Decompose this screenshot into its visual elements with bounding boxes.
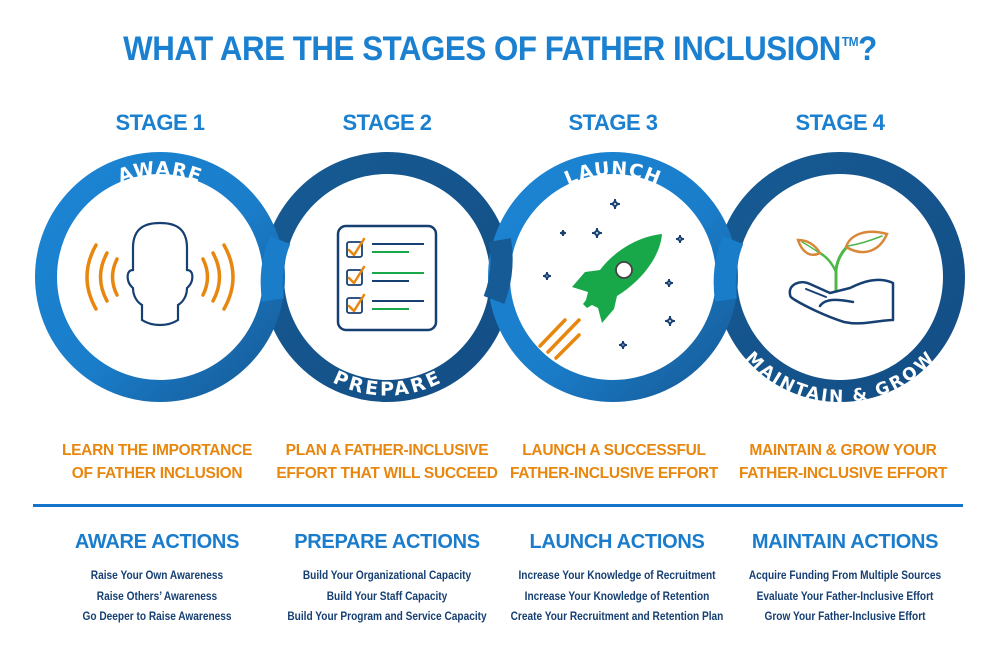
description-line: PLAN A FATHER-INCLUSIVE <box>285 442 489 459</box>
list-item: Build Your Staff Capacity <box>326 590 448 603</box>
stage-3-label: STAGE 3 <box>568 110 658 135</box>
section-divider <box>33 504 963 507</box>
stage-4-label: STAGE 4 <box>795 110 885 135</box>
description-line: EFFORT THAT WILL SUCCEED <box>276 465 498 482</box>
rocket-icon <box>538 198 685 360</box>
list-item: Go Deeper to Raise Awareness <box>82 611 232 623</box>
aware-actions-heading: AWARE ACTIONS <box>74 531 240 553</box>
stage-4-description: MAINTAIN & GROW YOUR FATHER-INCLUSIVE EF… <box>723 439 963 485</box>
description-line: LAUNCH A SUCCESSFUL <box>522 442 706 459</box>
list-item: Acquire Funding From Multiple Sources <box>748 570 942 582</box>
list-item: Raise Others’ Awareness <box>96 590 218 603</box>
launch-actions-heading: LAUNCH ACTIONS <box>529 531 705 553</box>
interlock-3-4 <box>713 235 744 302</box>
title-suffix: ? <box>858 30 877 68</box>
description-line: MAINTAIN & GROW YOUR <box>749 442 937 459</box>
description-line: FATHER-INCLUSIVE EFFORT <box>509 465 719 482</box>
prepare-actions-heading: PREPARE ACTIONS <box>294 531 480 553</box>
hand-sprout-icon <box>788 230 895 325</box>
list-item: Grow Your Father-Inclusive Effort <box>764 611 926 623</box>
list-item: Raise Your Own Awareness <box>90 570 224 582</box>
stage-3-description: LAUNCH A SUCCESSFUL FATHER-INCLUSIVE EFF… <box>494 439 734 485</box>
title-text: WHAT ARE THE STAGES OF FATHER INCLUSION <box>123 30 841 68</box>
stage-1-label: STAGE 1 <box>115 110 205 135</box>
stage-1-description: LEARN THE IMPORTANCE OF FATHER INCLUSION <box>37 439 277 485</box>
maintain-actions-list: Acquire Funding From Multiple Sources Ev… <box>735 566 955 628</box>
head-sound-waves-icon <box>85 221 235 327</box>
maintain-actions-heading: MAINTAIN ACTIONS <box>751 531 939 553</box>
launch-actions-list: Increase Your Knowledge of Recruitment I… <box>507 566 727 628</box>
prepare-actions-list: Build Your Organizational Capacity Build… <box>277 566 497 628</box>
list-item: Increase Your Knowledge of Recruitment <box>518 570 716 582</box>
list-item: Evaluate Your Father-Inclusive Effort <box>756 590 934 603</box>
list-item: Create Your Recruitment and Retention Pl… <box>510 611 724 623</box>
interlock-1-2 <box>260 235 291 302</box>
checklist-icon <box>336 224 438 332</box>
stage-2-description: PLAN A FATHER-INCLUSIVE EFFORT THAT WILL… <box>267 439 507 485</box>
description-line: OF FATHER INCLUSION <box>71 465 243 482</box>
star-icons <box>542 198 685 350</box>
trademark-symbol: TM <box>841 34 859 49</box>
page-title: WHAT ARE THE STAGES OF FATHER INCLUSIONT… <box>40 30 960 69</box>
stage-rings-diagram: AWARE PREPARE LAUNCH MAINTAIN & GROW <box>35 152 965 402</box>
list-item: Increase Your Knowledge of Retention <box>524 590 710 603</box>
list-item: Build Your Program and Service Capacity <box>287 611 487 623</box>
stage-2-label: STAGE 2 <box>342 110 432 135</box>
list-item: Build Your Organizational Capacity <box>302 570 472 582</box>
description-line: FATHER-INCLUSIVE EFFORT <box>738 465 948 482</box>
aware-actions-list: Raise Your Own Awareness Raise Others’ A… <box>47 566 267 628</box>
interlock-2-3 <box>483 238 513 304</box>
description-line: LEARN THE IMPORTANCE <box>61 442 253 459</box>
